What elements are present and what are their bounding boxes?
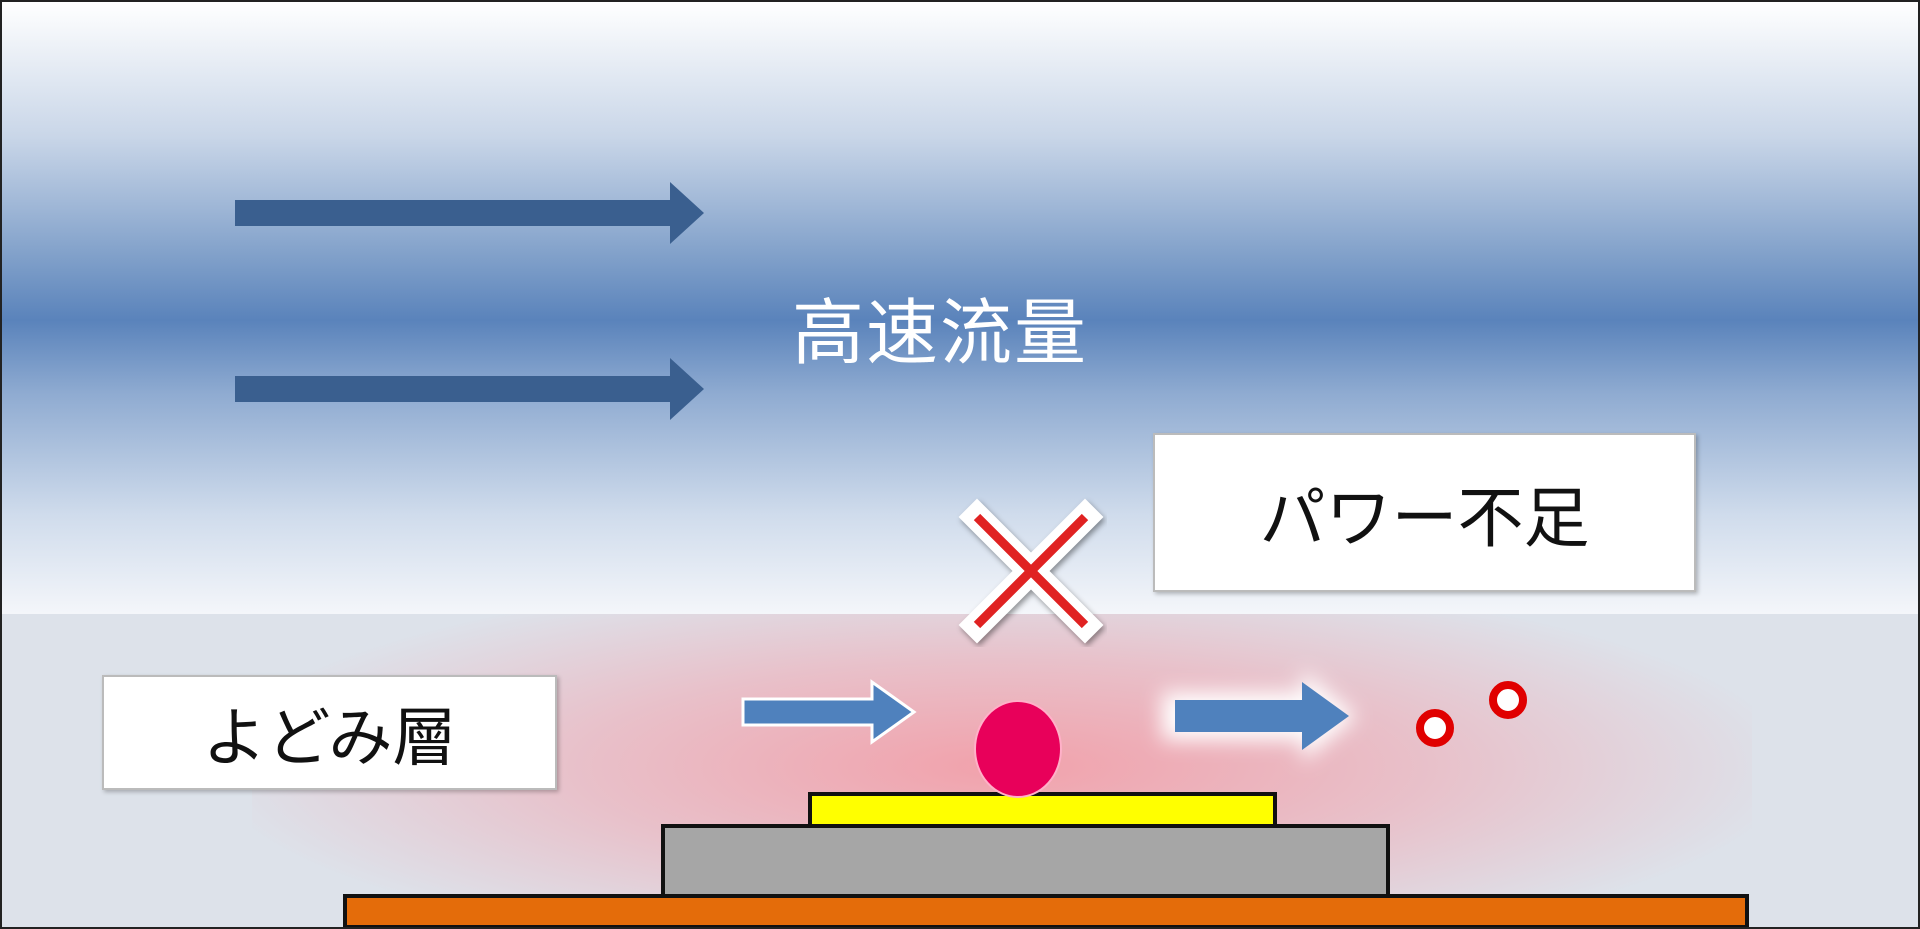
insufficient-power-box: パワー不足 xyxy=(1153,433,1696,592)
gray-layer xyxy=(661,824,1390,898)
flow-arrow-icon xyxy=(235,358,704,420)
orange-base-layer xyxy=(343,894,1749,927)
small-particle-icon xyxy=(1489,681,1527,719)
particle xyxy=(974,700,1062,798)
cross-icon xyxy=(958,498,1104,644)
small-particle-icon xyxy=(1416,709,1454,747)
outgoing-arrow-icon xyxy=(1175,682,1349,750)
high-speed-flow-label: 高速流量 xyxy=(792,291,1089,375)
flow-arrow-icon xyxy=(235,182,704,244)
insufficient-power-label: パワー不足 xyxy=(1259,479,1590,557)
incoming-arrow-icon xyxy=(741,679,917,745)
stagnant-layer-label: よどみ層 xyxy=(202,701,457,776)
yellow-layer xyxy=(808,792,1277,828)
stagnant-layer-box: よどみ層 xyxy=(102,675,557,790)
